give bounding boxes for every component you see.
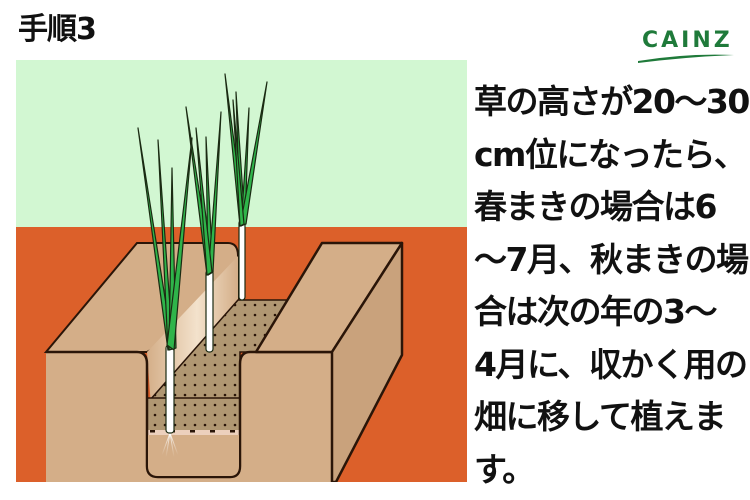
trench-planting-illustration	[16, 60, 467, 484]
instruction-line: 4月に、収かく用の	[474, 344, 748, 384]
instruction-line: 〜7月、秋まきの場	[474, 239, 749, 279]
trench-soil-layer	[147, 398, 240, 432]
instruction-text: 草の高さが20〜30 cm位になったら、 春まきの場合は6 〜7月、秋まきの場 …	[474, 76, 750, 496]
instruction-line: す。	[474, 449, 535, 489]
trench-diagram	[16, 60, 467, 484]
logo-text: CAINZ	[642, 28, 733, 53]
instruction-line: 合は次の年の3〜	[474, 292, 717, 331]
left-block-front	[46, 352, 332, 482]
instruction-line: cm位になったら、	[474, 134, 747, 174]
logo-swoosh-icon	[638, 54, 734, 63]
instruction-line: 畑に移して植えま	[474, 397, 727, 436]
instruction-line: 春まきの場合は6	[474, 187, 717, 226]
cainz-logo: CAINZ	[636, 28, 736, 68]
step-title: 手順3	[18, 12, 97, 47]
instruction-line: 草の高さが20〜30	[474, 82, 750, 121]
roots	[161, 432, 179, 458]
seedlings	[137, 73, 268, 434]
